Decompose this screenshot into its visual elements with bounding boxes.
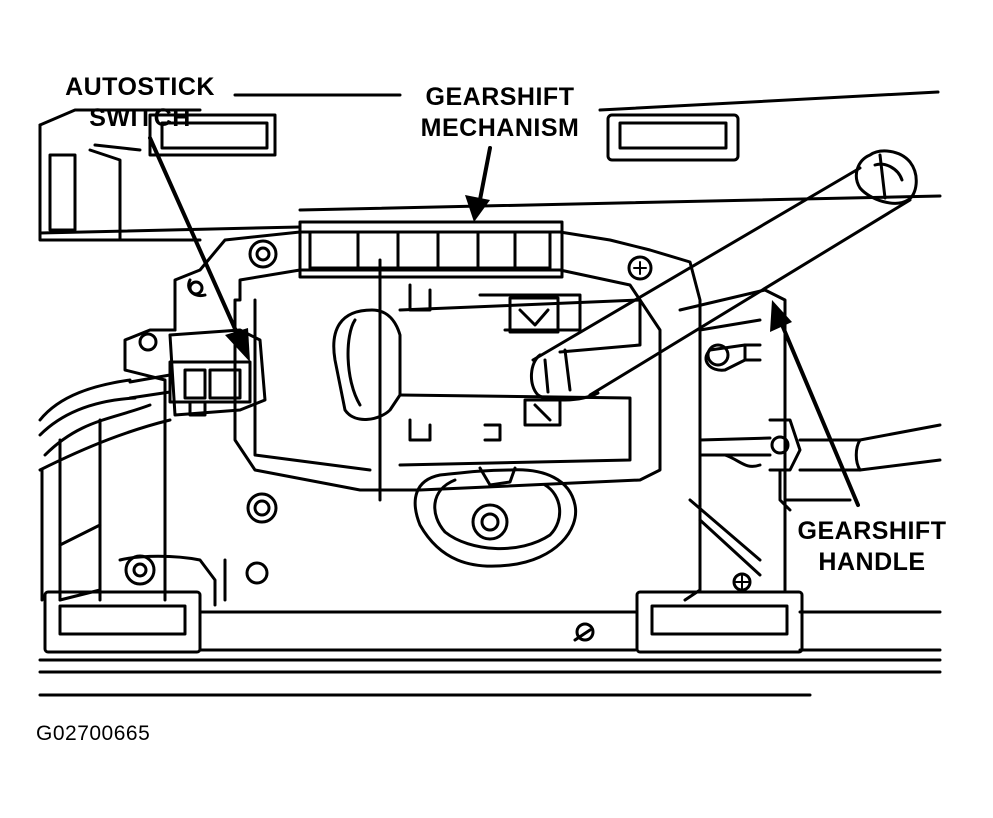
wiring-harness (38, 378, 172, 602)
arrowhead-autostick (225, 328, 250, 362)
lower-frame (38, 418, 942, 697)
shift-linkage (332, 258, 642, 568)
autostick-label-line2: SWITCH (89, 104, 191, 132)
mechanism-label-line1: GEARSHIFT (425, 83, 575, 111)
handle-label-line1: GEARSHIFT (797, 517, 947, 545)
gearshift-housing (123, 230, 702, 642)
arrow-autostick (148, 136, 242, 342)
arrow-handle (778, 318, 860, 507)
autostick-switch (128, 328, 267, 417)
autostick-switch-label: AUTOSTICK SWITCH (40, 72, 240, 134)
handle-label-line2: HANDLE (818, 548, 926, 576)
mechanism-label-line2: MECHANISM (420, 114, 580, 142)
detent-gate (298, 220, 564, 279)
gearshift-handle-label: GEARSHIFT HANDLE (772, 516, 972, 578)
figure-code: G02700665 (36, 722, 151, 745)
gearshift-handle-tube (530, 149, 918, 402)
arrow-heads (225, 195, 792, 362)
right-bracket (678, 288, 942, 592)
autostick-label-line1: AUTOSTICK (65, 73, 215, 101)
arrowhead-handle (770, 300, 792, 332)
gearshift-mechanism-label: GEARSHIFT MECHANISM (395, 82, 605, 144)
arrowhead-mechanism (465, 195, 490, 222)
console-background (38, 90, 942, 242)
